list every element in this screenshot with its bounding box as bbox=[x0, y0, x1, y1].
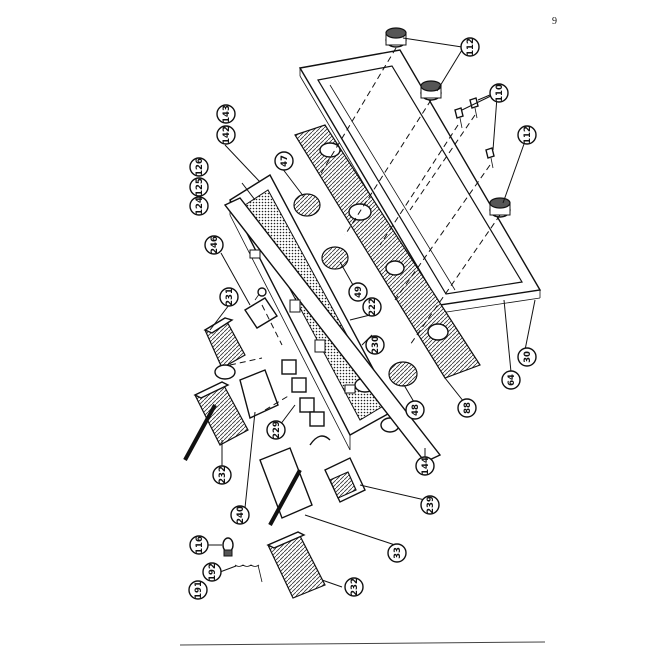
switch-assembly bbox=[244, 287, 278, 329]
screws bbox=[454, 97, 495, 169]
callout-64: 64 bbox=[501, 370, 521, 390]
svg-text:88: 88 bbox=[463, 402, 473, 414]
callout-192: 192 bbox=[202, 562, 222, 582]
callout-112b: 112 bbox=[517, 125, 537, 145]
callout-222: 222 bbox=[362, 297, 382, 317]
callout-47: 47 bbox=[274, 151, 294, 171]
bracket bbox=[259, 447, 313, 526]
svg-text:191: 191 bbox=[194, 581, 204, 599]
svg-text:116: 116 bbox=[195, 536, 205, 554]
page-edge bbox=[179, 641, 546, 646]
svg-text:48: 48 bbox=[411, 404, 421, 416]
svg-text:47: 47 bbox=[280, 155, 290, 167]
knob-bottom bbox=[489, 197, 511, 218]
svg-text:230: 230 bbox=[371, 336, 381, 354]
callout-239: 239 bbox=[420, 495, 440, 515]
knobs bbox=[385, 27, 511, 218]
svg-text:240: 240 bbox=[236, 506, 246, 524]
callout-232a: 232 bbox=[212, 465, 232, 485]
transformer bbox=[309, 435, 366, 503]
svg-text:231: 231 bbox=[225, 288, 235, 306]
dial-discs bbox=[293, 193, 418, 387]
callout-144: 144 bbox=[415, 456, 435, 476]
svg-text:229: 229 bbox=[272, 421, 282, 439]
callout-142: 142 bbox=[216, 125, 236, 145]
svg-text:30: 30 bbox=[523, 351, 533, 363]
svg-text:192: 192 bbox=[208, 563, 218, 581]
svg-text:33: 33 bbox=[393, 547, 403, 559]
svg-text:143: 143 bbox=[222, 105, 232, 123]
svg-text:112: 112 bbox=[466, 38, 476, 56]
callout-143: 143 bbox=[216, 104, 236, 124]
callout-126: 126 bbox=[189, 157, 209, 177]
spring bbox=[234, 564, 263, 583]
callout-191: 191 bbox=[188, 580, 208, 600]
window-panel bbox=[294, 124, 481, 379]
coil-housing bbox=[214, 364, 279, 419]
svg-text:126: 126 bbox=[195, 158, 205, 176]
relay-block-232b bbox=[266, 531, 326, 599]
callout-33: 33 bbox=[387, 543, 407, 563]
svg-text:222: 222 bbox=[368, 298, 378, 316]
svg-text:112: 112 bbox=[523, 126, 533, 144]
svg-text:232: 232 bbox=[350, 578, 360, 596]
knob-top bbox=[385, 27, 407, 48]
callout-112a: 112 bbox=[460, 37, 480, 57]
svg-text:142: 142 bbox=[222, 126, 232, 144]
relay-block-231 bbox=[203, 317, 246, 369]
callout-231: 231 bbox=[219, 287, 239, 307]
chassis-plate bbox=[223, 197, 442, 463]
svg-text:64: 64 bbox=[507, 374, 517, 386]
callouts: 112 112 110 143 142 126 125 124 47 49 24… bbox=[188, 37, 537, 600]
svg-text:246: 246 bbox=[210, 236, 220, 254]
callout-240: 240 bbox=[230, 505, 250, 525]
svg-text:124: 124 bbox=[195, 197, 205, 215]
callout-88: 88 bbox=[457, 398, 477, 418]
callout-30: 30 bbox=[517, 347, 537, 367]
callout-232b: 232 bbox=[344, 577, 364, 597]
callout-116: 116 bbox=[189, 535, 209, 555]
relay-block-232a bbox=[193, 381, 249, 446]
assembly-lines bbox=[229, 47, 501, 411]
page-number: 9 bbox=[552, 16, 557, 27]
rod bbox=[183, 404, 217, 461]
front-frame bbox=[298, 49, 542, 314]
svg-text:144: 144 bbox=[421, 457, 431, 475]
callout-125: 125 bbox=[189, 177, 209, 197]
bulb bbox=[222, 537, 234, 557]
svg-text:239: 239 bbox=[426, 496, 436, 514]
callout-230: 230 bbox=[365, 335, 385, 355]
callout-124: 124 bbox=[189, 196, 209, 216]
callout-48: 48 bbox=[405, 400, 425, 420]
callout-229: 229 bbox=[266, 420, 286, 440]
svg-text:49: 49 bbox=[354, 286, 364, 298]
callout-49: 49 bbox=[348, 282, 368, 302]
svg-text:110: 110 bbox=[495, 84, 505, 102]
svg-text:125: 125 bbox=[195, 178, 205, 196]
callout-110: 110 bbox=[489, 83, 509, 103]
callout-246: 246 bbox=[204, 235, 224, 255]
tube-sockets bbox=[281, 359, 325, 427]
svg-text:232: 232 bbox=[218, 466, 228, 484]
knob-middle bbox=[420, 80, 442, 101]
